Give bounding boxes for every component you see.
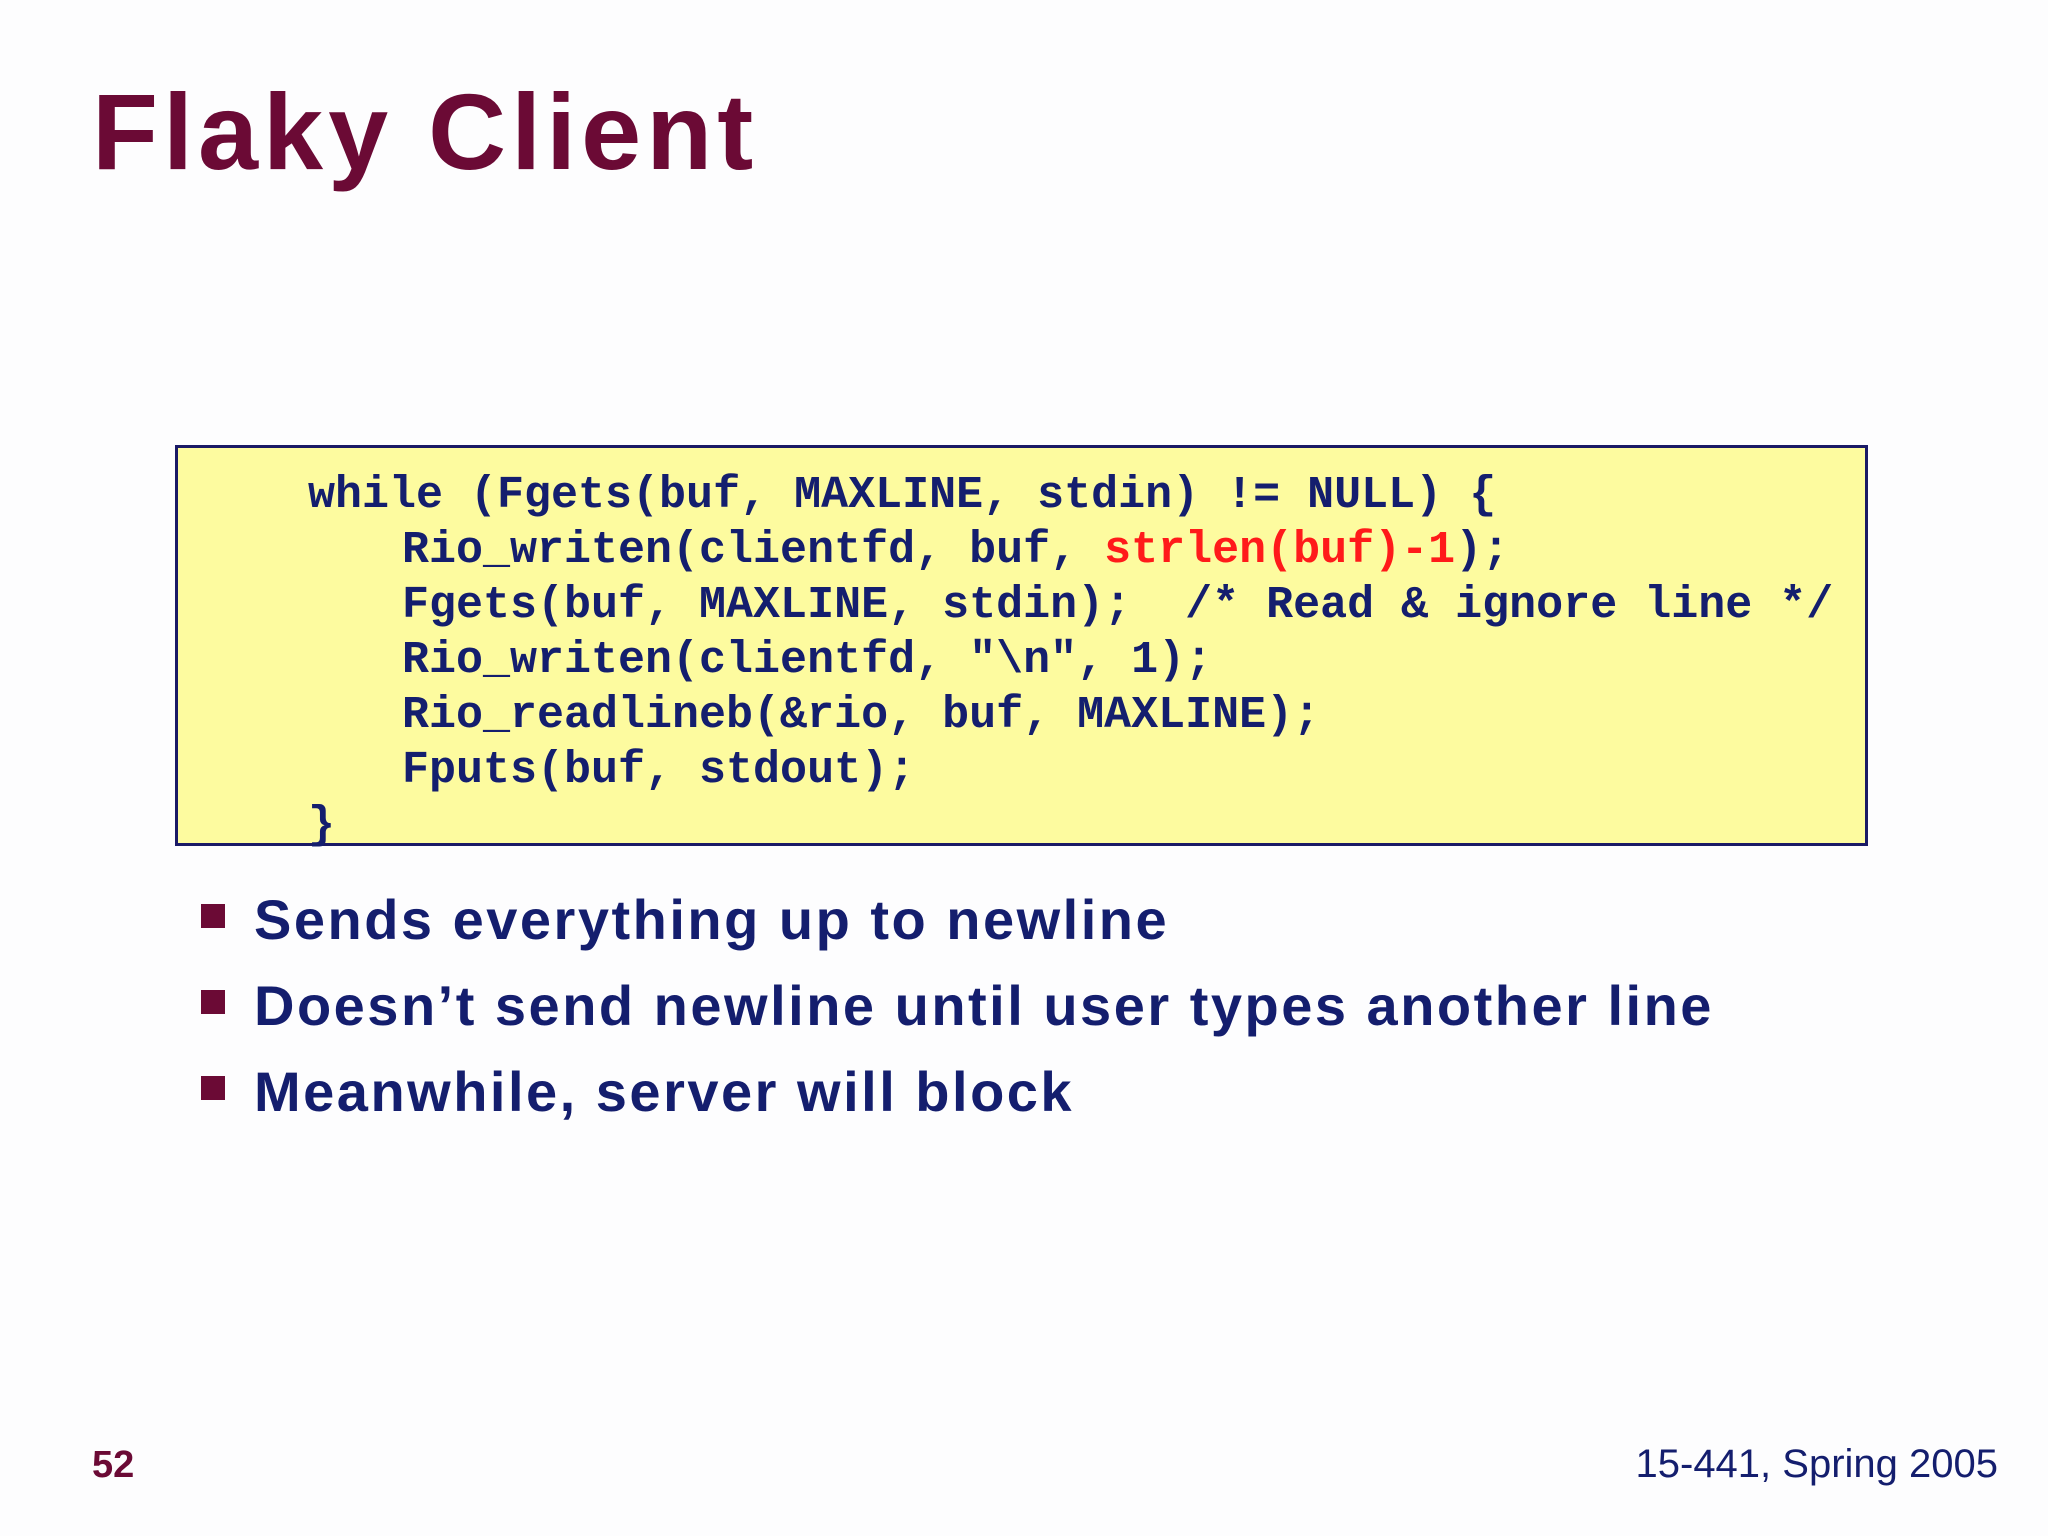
bullet-text: Doesn’t send newline until user types an…	[254, 974, 1714, 1037]
bullet-text: Meanwhile, server will block	[254, 1060, 1075, 1123]
course-label: 15-441, Spring 2005	[1635, 1442, 1999, 1486]
slide-title: Flaky Client	[92, 71, 759, 192]
square-bullet-icon	[201, 990, 225, 1014]
code-line-rio-writen-suffix: );	[1455, 525, 1510, 576]
bullet-text: Sends everything up to newline	[254, 888, 1170, 951]
code-line-fgets-ignore: Fgets(buf, MAXLINE, stdin); /* Read & ig…	[402, 580, 1834, 631]
page-number: 52	[92, 1444, 135, 1486]
square-bullet-icon	[201, 1076, 225, 1100]
bullet-item: Meanwhile, server will block	[198, 1054, 1714, 1140]
code-line-while: while (Fgets(buf, MAXLINE, stdin) != NUL…	[308, 470, 1497, 521]
code-block: while (Fgets(buf, MAXLINE, stdin) != NUL…	[175, 445, 1868, 851]
code-line-rio-writen-buf: Rio_writen(clientfd, buf, strlen(buf)-1)…	[402, 523, 1509, 578]
code-line-rio-readlineb: Rio_readlineb(&rio, buf, MAXLINE);	[402, 690, 1321, 741]
code-line-close-brace: }	[308, 800, 336, 851]
bullet-item: Sends everything up to newline	[198, 882, 1714, 968]
code-line-rio-writen-prefix: Rio_writen(clientfd, buf,	[402, 525, 1105, 576]
square-bullet-icon	[201, 904, 225, 928]
code-highlight-strlen: strlen(buf)-1	[1104, 525, 1456, 576]
bullet-item: Doesn’t send newline until user types an…	[198, 968, 1714, 1054]
bullet-list: Sends everything up to newline Doesn’t s…	[198, 882, 1714, 1140]
code-line-rio-writen-newline: Rio_writen(clientfd, "\n", 1);	[402, 635, 1213, 686]
code-line-fputs: Fputs(buf, stdout);	[402, 745, 916, 796]
